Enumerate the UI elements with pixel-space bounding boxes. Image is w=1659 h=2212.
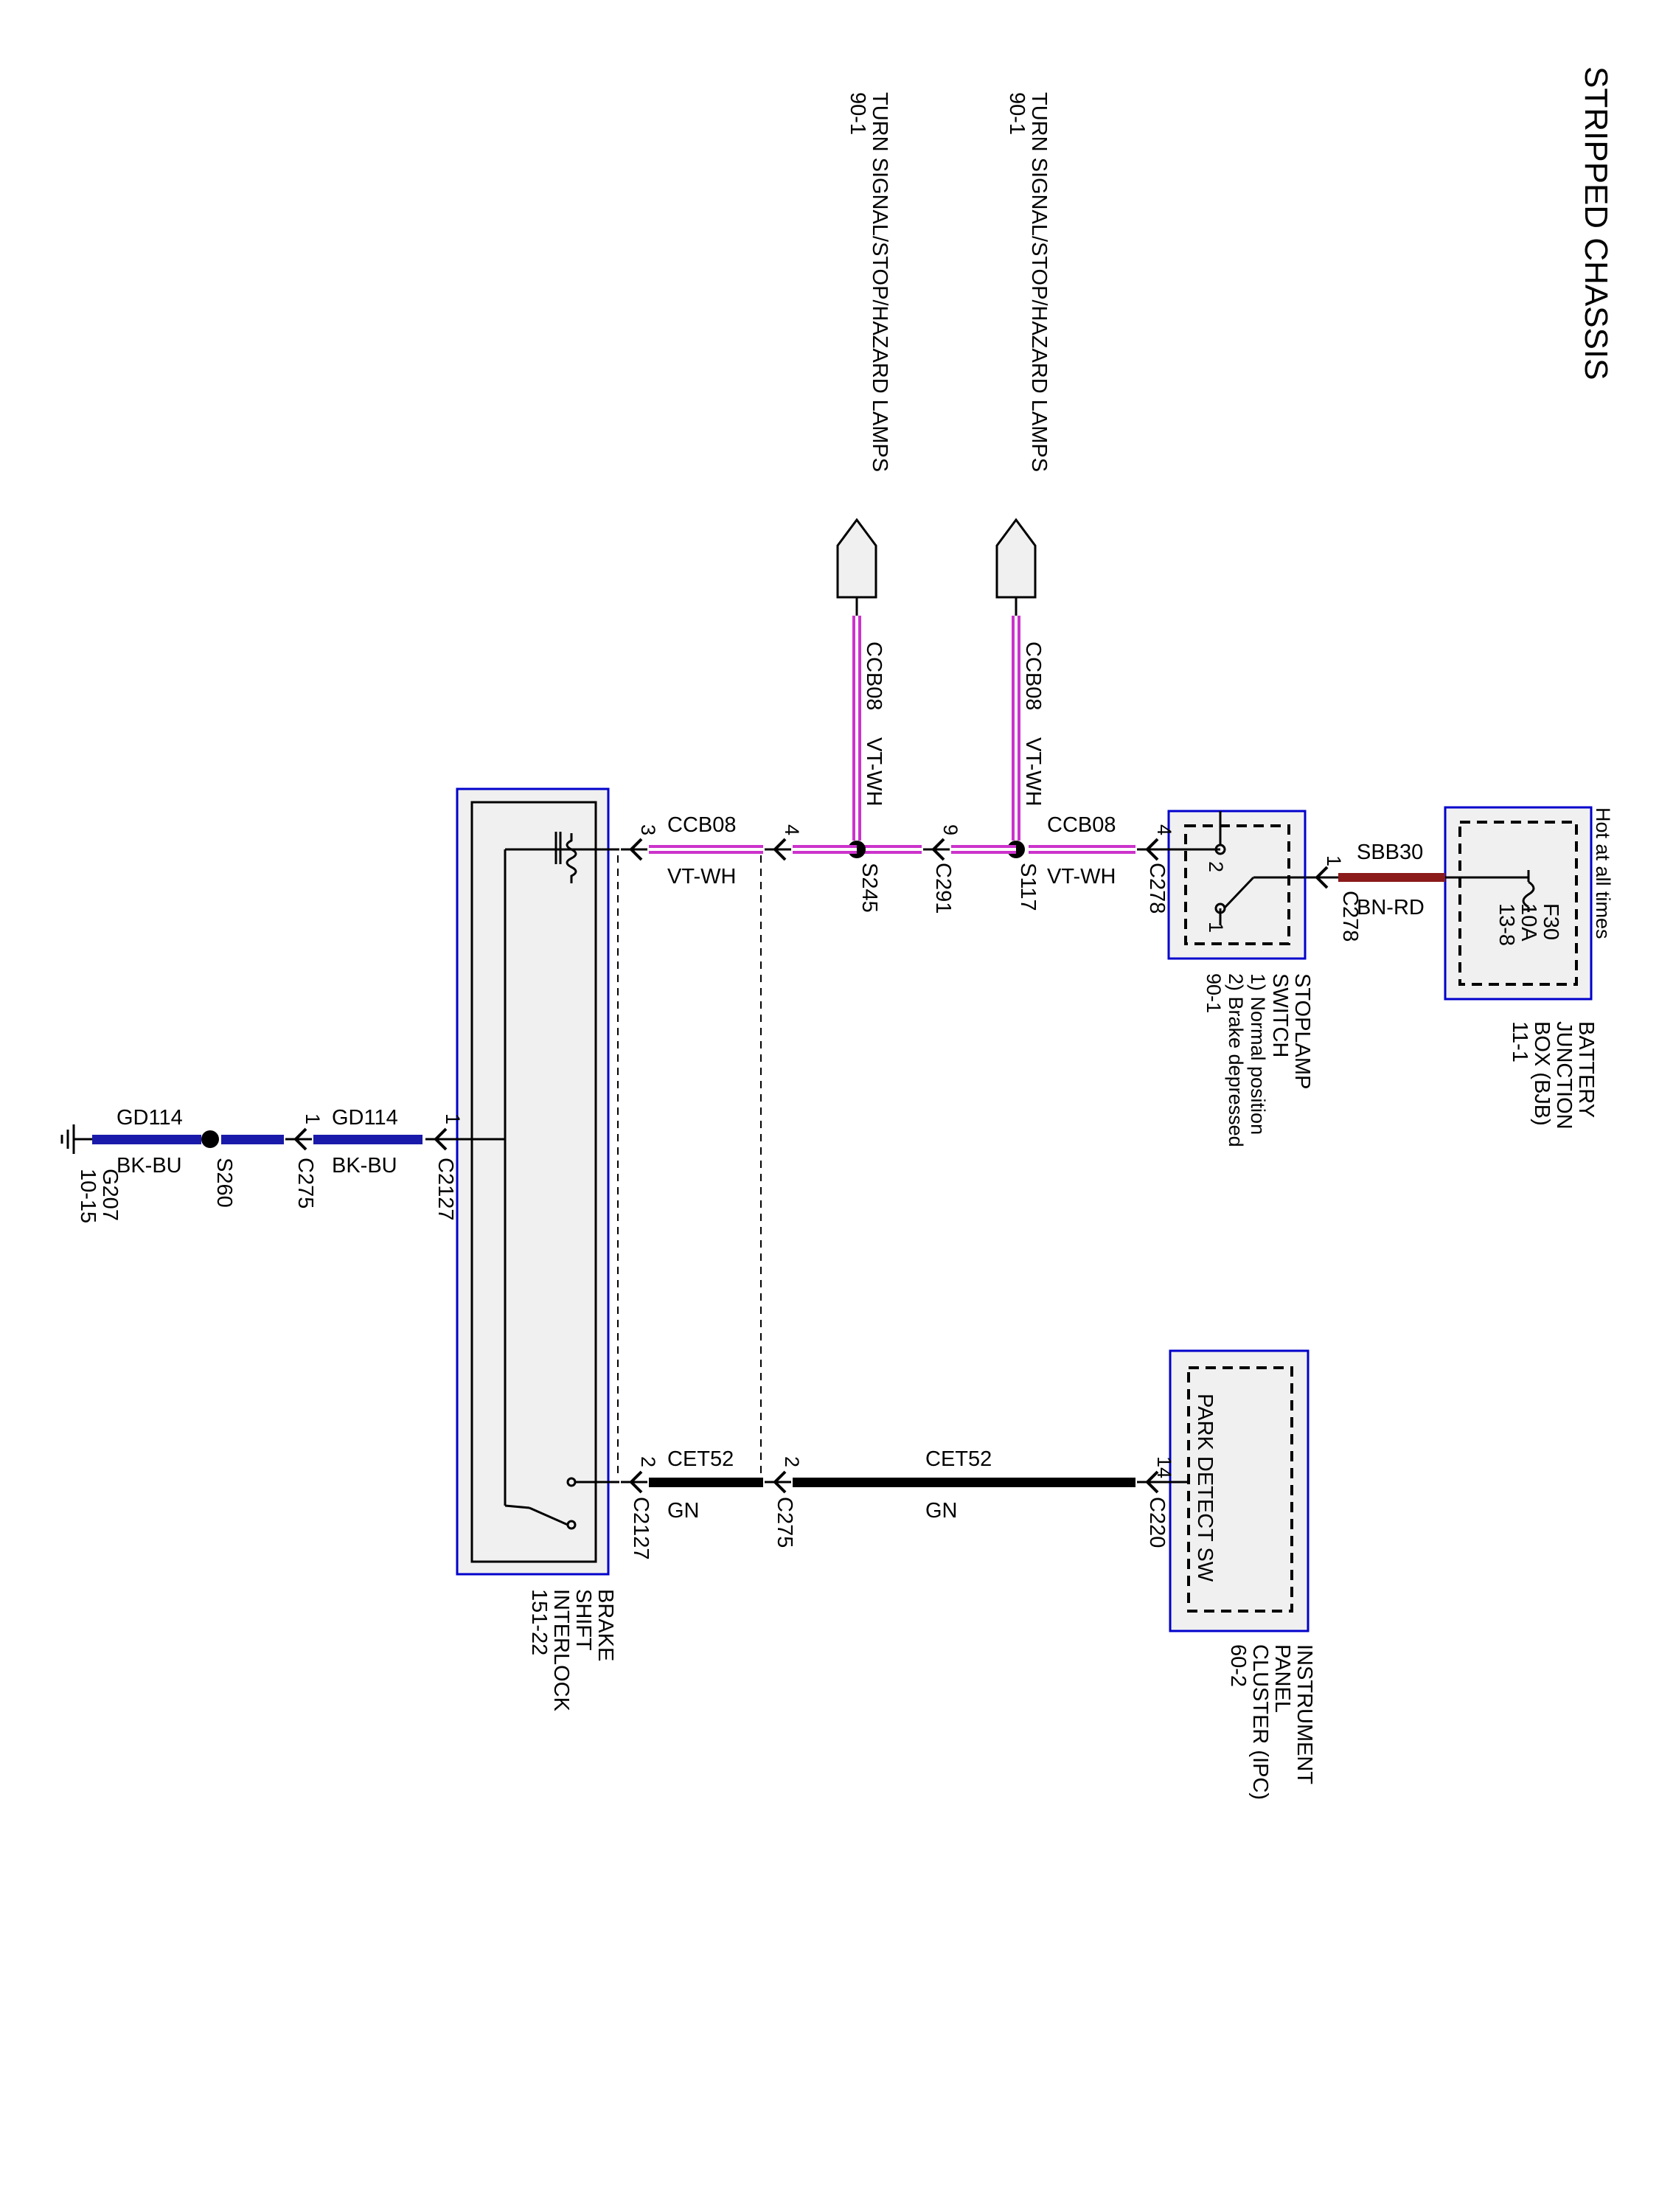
c278-out-pin: 4 [1153,824,1175,835]
stoplamp-switch: 2 1 STOPLAMP SWITCH 1) Normal position 2… [1167,810,1314,1147]
wire-gd114-b [313,1135,422,1144]
fuse-icon [1522,880,1535,908]
wire-cet52-a [649,1478,763,1487]
wire-sbb30-color: BN-RD [1357,896,1425,919]
stoplamp-name-line2: SWITCH [1268,973,1292,1057]
hot-at-all-times-label: Hot at all times [1592,807,1614,939]
c291-pin: 9 [939,824,961,835]
wire-sbb30-circuit: SBB30 [1357,841,1423,864]
wire-cet52-a-circuit: CET52 [667,1447,734,1471]
wire-cet52-a-color: GN [667,1499,700,1523]
c2127-gnd-pin: 1 [442,1113,464,1124]
lamp-connector-icon [836,518,877,599]
wire-ccb08-up2-color: VT-WH [862,737,886,806]
wire-ccb08-up2-circuit: CCB08 [862,641,886,711]
arrow-connector-icon [763,838,793,861]
battery-junction-box: F30 10A 13-8 Hot at all times BATTERY JU… [1444,806,1614,1130]
c275-bot-pin: 2 [781,1456,803,1467]
arrow-connector-icon [619,838,649,861]
ground-page-ref: 10-15 [76,1169,100,1223]
turn-upper-name: TURN SIGNAL/STOP/HAZARD LAMPS [1027,92,1051,472]
wire-gd114-b-circuit: GD114 [332,1106,398,1130]
ipc-page-ref: 60-2 [1226,1644,1250,1687]
ground-name: G207 [98,1169,122,1221]
c275-bot-name: C275 [773,1497,796,1548]
wire-gd114-a-circuit: GD114 [116,1106,183,1130]
wire-cet52-b-color: GN [925,1499,958,1523]
splice-s260: S260 [212,1158,236,1208]
c278-in-pin: 1 [1323,855,1345,866]
wire-ccb08-b-color: VT-WH [667,865,736,888]
stoplamp-name-line1: STOPLAMP [1290,973,1314,1089]
arrow-connector-icon [619,1470,649,1494]
c275-top-pin: 4 [781,824,803,835]
splice-icon [201,1130,219,1148]
lamp-connector-icon [995,518,1037,599]
wire-ccb08-a-color: VT-WH [1047,865,1116,888]
bsi-name-line1: BRAKE [594,1589,617,1661]
coil-icon [554,832,577,883]
wire-ccb08-up1-circuit: CCB08 [1021,641,1045,711]
turn-upper-page-ref: 90-1 [1005,92,1029,135]
ipc-name-line3: CLUSTER (IPC) [1248,1644,1272,1800]
arrow-connector-icon [424,1127,453,1151]
arrow-connector-icon [284,1127,313,1151]
wire-gd114-a-color: BK-BU [116,1154,182,1178]
c275-gnd-pin: 1 [302,1113,324,1124]
wire-gd114-b-color: BK-BU [332,1154,397,1178]
wire-ccb08-a-circuit: CCB08 [1047,813,1116,837]
fuse-label: F30 [1539,903,1562,940]
arrow-connector-icon [922,838,951,861]
bsi-name-line3: INTERLOCK [549,1589,573,1712]
fuse-page-ref: 13-8 [1495,903,1518,946]
splice-s245: S245 [858,863,881,913]
c2127-bot-name: C2127 [629,1497,653,1559]
brake-shift-interlock: BRAKE SHIFT INTERLOCK 151-22 [456,787,619,1712]
turn-lower-name: TURN SIGNAL/STOP/HAZARD LAMPS [868,92,891,472]
turn-lower-page-ref: 90-1 [846,92,869,135]
c2127-top-pin: 3 [637,824,659,835]
c220-name: C220 [1145,1497,1169,1548]
bjb-name-line2: JUNCTION [1552,1021,1576,1130]
bjb-page-ref: 11-1 [1508,1021,1531,1062]
splice-s117: S117 [1016,863,1040,911]
bjb-name-line1: BATTERY [1574,1021,1598,1118]
stoplamp-pin-2: 2 [1205,861,1227,872]
bjb-name-line3: BOX (BJB) [1530,1021,1554,1126]
ipc-name-line1: INSTRUMENT [1293,1644,1316,1784]
wire-cet52-b [793,1478,1135,1487]
stoplamp-page-ref: 90-1 [1203,973,1225,1013]
page-title: STRIPPED CHASSIS [1578,66,1614,380]
wire-sbb30 [1338,873,1445,882]
arrow-connector-icon [763,1470,793,1494]
wire-cet52-b-circuit: CET52 [925,1447,992,1471]
stoplamp-pin-1: 1 [1205,922,1227,933]
bsi-page-ref: 151-22 [527,1589,551,1655]
wire-ccb08-up1-color: VT-WH [1021,737,1045,806]
stoplamp-pos2: 2) Brake depressed [1225,973,1247,1147]
bsi-name-line2: SHIFT [571,1589,595,1651]
wire-gd114-a [92,1135,201,1144]
c220-pin: 14 [1153,1456,1175,1478]
c291-name: C291 [931,863,955,914]
c2127-bot-pin: 2 [637,1456,659,1467]
stoplamp-pos1: 1) Normal position [1247,973,1269,1135]
wire-ccb08-b-circuit: CCB08 [667,813,737,837]
park-detect-sw-label: PARK DETECT SW [1193,1394,1217,1582]
ipc-name-line2: PANEL [1270,1644,1294,1713]
c278-in-name: C278 [1338,891,1362,942]
arrow-connector-icon [1135,838,1165,861]
c2127-gnd-name: C2127 [434,1158,457,1220]
c275-gnd-name: C275 [293,1158,317,1208]
ground-icon [60,1124,92,1154]
instrument-panel-cluster: PARK DETECT SW INSTRUMENT PANEL CLUSTER … [1169,1349,1316,1800]
c278-out-name: C278 [1145,863,1169,914]
